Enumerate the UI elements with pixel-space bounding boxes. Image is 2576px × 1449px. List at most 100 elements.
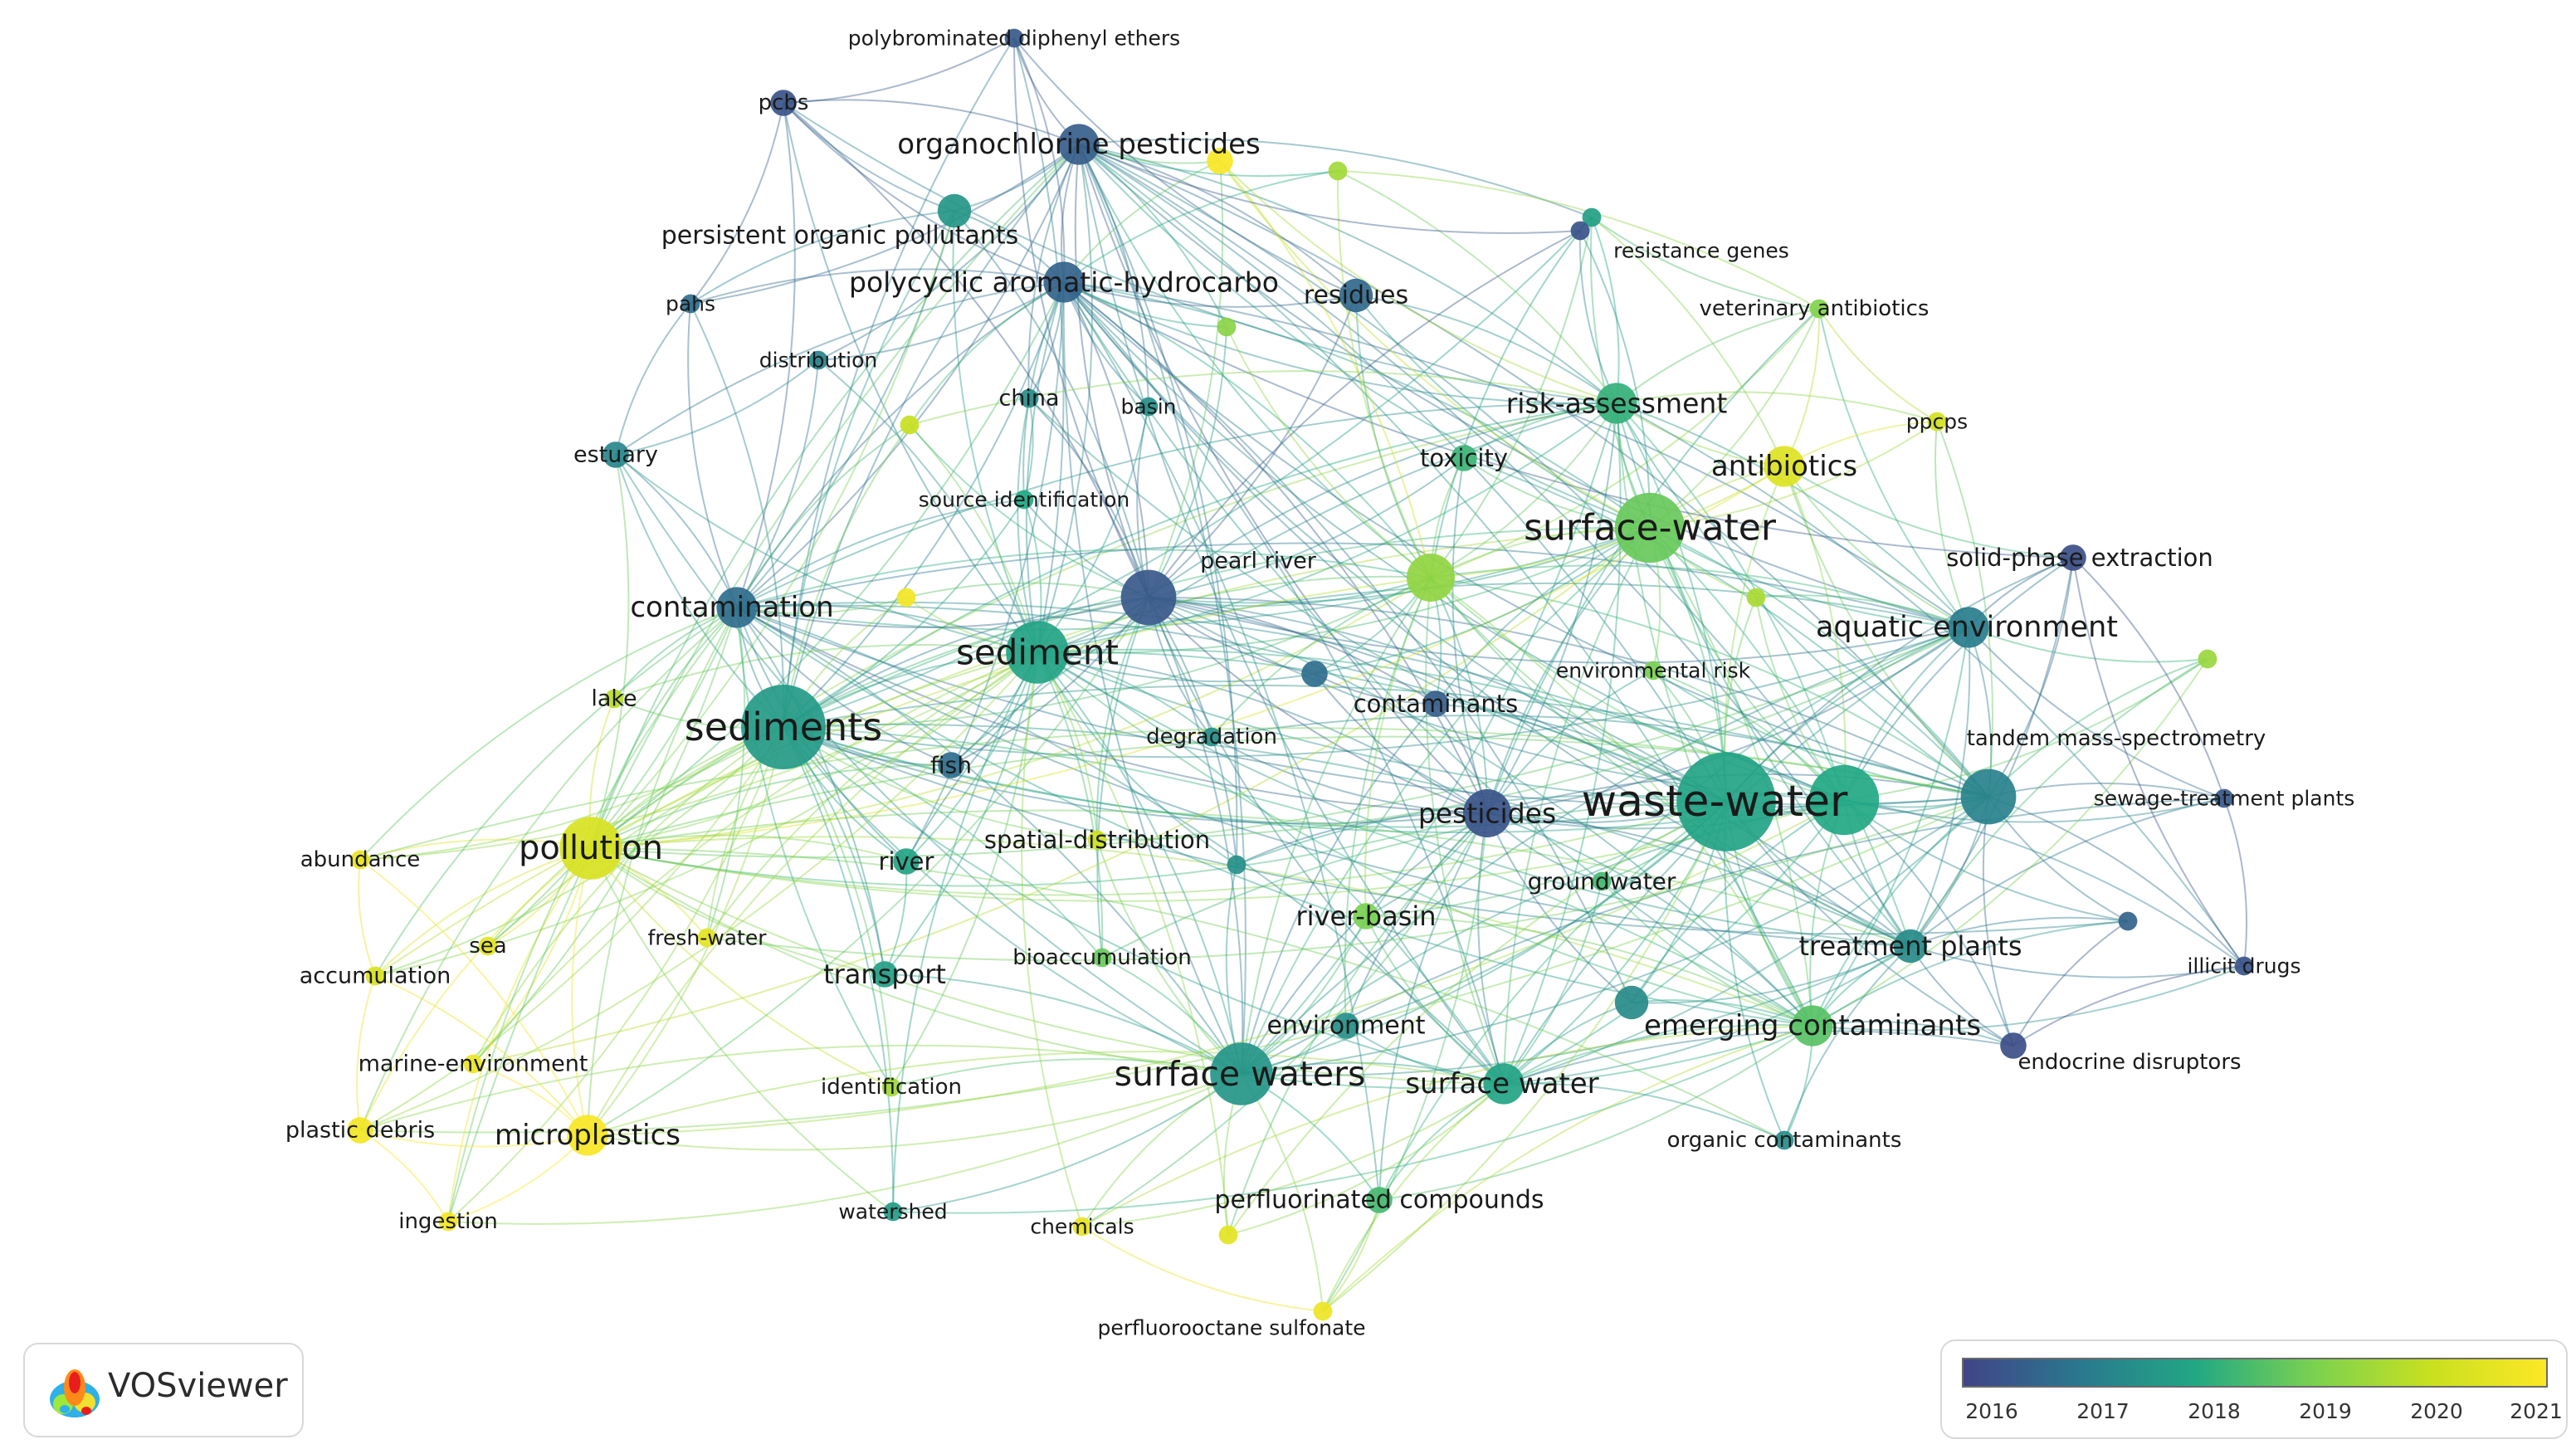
label-aquatic-environment[interactable]: aquatic environment xyxy=(1816,611,2118,644)
label-toxicity[interactable]: toxicity xyxy=(1420,444,1508,472)
label-pesticides[interactable]: pesticides xyxy=(1418,798,1556,830)
label-sea[interactable]: sea xyxy=(469,934,506,959)
node-contamination[interactable] xyxy=(716,587,758,628)
node-u6[interactable] xyxy=(1407,554,1455,602)
node-microplastics[interactable] xyxy=(567,1115,608,1156)
node-degradation[interactable] xyxy=(1202,727,1222,747)
node-risk-assessment[interactable] xyxy=(1596,383,1637,424)
label-sediments[interactable]: sediments xyxy=(685,705,883,749)
node-transport[interactable] xyxy=(871,961,898,988)
node-watershed[interactable] xyxy=(883,1202,903,1222)
label-plastic-debris[interactable]: plastic debris xyxy=(285,1118,435,1144)
node-u14[interactable] xyxy=(1218,1225,1238,1245)
label-emerging-contaminants[interactable]: emerging contaminants xyxy=(1644,1009,1981,1042)
node-u4[interactable] xyxy=(900,415,920,435)
label-surface-water[interactable]: surface-water xyxy=(1524,507,1777,549)
label-fish[interactable]: fish xyxy=(930,752,972,779)
label-contaminants[interactable]: contaminants xyxy=(1354,690,1519,718)
label-organic-contaminants[interactable]: organic contaminants xyxy=(1667,1128,1902,1153)
label-environment[interactable]: environment xyxy=(1266,1012,1425,1041)
label-polybrominated-diphenyl-ethers[interactable]: polybrominated diphenyl ethers xyxy=(848,27,1180,51)
node-veterinary-antibiotics[interactable] xyxy=(1809,299,1829,319)
node-sewage-treatment-plants[interactable] xyxy=(2214,788,2234,808)
label-basin[interactable]: basin xyxy=(1120,395,1176,419)
label-spatial-distribution[interactable]: spatial-distribution xyxy=(984,826,1210,854)
node-river[interactable] xyxy=(893,848,920,875)
label-waste-water[interactable]: waste-water xyxy=(1582,777,1848,827)
node-u8[interactable] xyxy=(1746,588,1766,607)
node-estuary[interactable] xyxy=(603,442,629,468)
node-toxicity[interactable] xyxy=(1451,445,1477,471)
label-chemicals[interactable]: chemicals xyxy=(1030,1215,1134,1239)
node-organochlorine-pesticides[interactable] xyxy=(1058,124,1100,165)
node-waste-water[interactable] xyxy=(1676,752,1776,851)
label-perfluorinated-compounds[interactable]: perfluorinated compounds xyxy=(1214,1186,1544,1215)
label-identification[interactable]: identification xyxy=(821,1075,962,1100)
node-u9[interactable] xyxy=(2198,649,2217,669)
node-china[interactable] xyxy=(1019,388,1039,408)
node-polycyclic-aromatic-hydrocarbo[interactable] xyxy=(1043,261,1085,303)
node-u5[interactable] xyxy=(896,588,916,607)
node-organic-contaminants[interactable] xyxy=(1774,1130,1794,1150)
node-u12[interactable] xyxy=(2118,911,2138,931)
node-pollution[interactable] xyxy=(559,817,622,880)
node-marine-environment[interactable] xyxy=(463,1054,483,1074)
node-polybrominated-diphenyl-ethers[interactable] xyxy=(1004,28,1024,48)
label-pearl-river[interactable]: pearl river xyxy=(1200,549,1317,574)
node-bioaccumulation[interactable] xyxy=(1092,948,1112,968)
node-u15[interactable] xyxy=(1570,221,1590,241)
label-ppcps[interactable]: ppcps xyxy=(1906,410,1968,434)
label-surface-waters[interactable]: surface waters xyxy=(1115,1054,1366,1094)
label-river-basin[interactable]: river-basin xyxy=(1295,900,1436,932)
node-endocrine-disruptors[interactable] xyxy=(2000,1032,2027,1059)
node-sediments[interactable] xyxy=(741,685,826,769)
label-estuary[interactable]: estuary xyxy=(573,442,658,468)
label-endocrine-disruptors[interactable]: endocrine disruptors xyxy=(2017,1050,2241,1075)
node-u1[interactable] xyxy=(1207,148,1233,174)
label-microplastics[interactable]: microplastics xyxy=(495,1119,681,1152)
label-veterinary-antibiotics[interactable]: veterinary antibiotics xyxy=(1700,296,1930,321)
node-fresh-water[interactable] xyxy=(697,928,717,948)
node-treatment-plants[interactable] xyxy=(1893,929,1928,964)
label-sewage-treatment-plants[interactable]: sewage-treatment plants xyxy=(2094,787,2355,811)
label-antibiotics[interactable]: antibiotics xyxy=(1711,450,1857,483)
node-contaminants[interactable] xyxy=(1422,690,1449,717)
label-accumulation[interactable]: accumulation xyxy=(300,964,451,989)
node-lake[interactable] xyxy=(604,689,624,709)
node-surface-water[interactable] xyxy=(1483,1063,1525,1105)
label-environmental-risk[interactable]: environmental risk xyxy=(1556,659,1751,683)
label-residues[interactable]: residues xyxy=(1304,281,1408,310)
label-lake[interactable]: lake xyxy=(591,686,637,712)
node-u13[interactable] xyxy=(1614,985,1649,1020)
label-perfluorooctane-sulfonate[interactable]: perfluorooctane sulfonate xyxy=(1097,1316,1365,1340)
node-distribution[interactable] xyxy=(808,350,828,370)
label-contamination[interactable]: contamination xyxy=(630,591,833,624)
node-sediment[interactable] xyxy=(1006,621,1069,684)
node-resistance-genes[interactable] xyxy=(1582,207,1602,227)
node-u7[interactable] xyxy=(1301,661,1328,687)
label-transport[interactable]: transport xyxy=(823,959,946,990)
label-pcbs[interactable]: pcbs xyxy=(759,90,809,115)
node-surface-waters[interactable] xyxy=(1210,1042,1273,1105)
label-watershed[interactable]: watershed xyxy=(838,1200,947,1224)
node-u10[interactable] xyxy=(1808,764,1880,836)
label-polycyclic-aromatic-hydrocarbo[interactable]: polycyclic aromatic-hydrocarbo xyxy=(849,266,1279,299)
node-u2[interactable] xyxy=(1328,161,1348,181)
node-ppcps[interactable] xyxy=(1927,412,1947,432)
label-tandem-mass-spectrometry[interactable]: tandem mass-spectrometry xyxy=(1967,726,2266,751)
label-resistance-genes[interactable]: resistance genes xyxy=(1613,239,1789,263)
node-u11[interactable] xyxy=(1227,855,1247,875)
label-risk-assessment[interactable]: risk-assessment xyxy=(1506,388,1728,420)
node-accumulation[interactable] xyxy=(365,966,385,986)
node-ingestion[interactable] xyxy=(438,1212,458,1232)
node-antibiotics[interactable] xyxy=(1764,446,1805,487)
node-source-identification[interactable] xyxy=(1014,490,1034,510)
node-perfluorooctane-sulfonate[interactable] xyxy=(1313,1301,1333,1321)
label-organochlorine-pesticides[interactable]: organochlorine pesticides xyxy=(897,128,1260,161)
node-spatial-distribution[interactable] xyxy=(1087,830,1107,850)
node-surface-water[interactable] xyxy=(1614,492,1686,564)
label-fresh-water[interactable]: fresh-water xyxy=(647,926,767,950)
node-basin[interactable] xyxy=(1139,397,1159,417)
node-pahs[interactable] xyxy=(681,294,700,314)
